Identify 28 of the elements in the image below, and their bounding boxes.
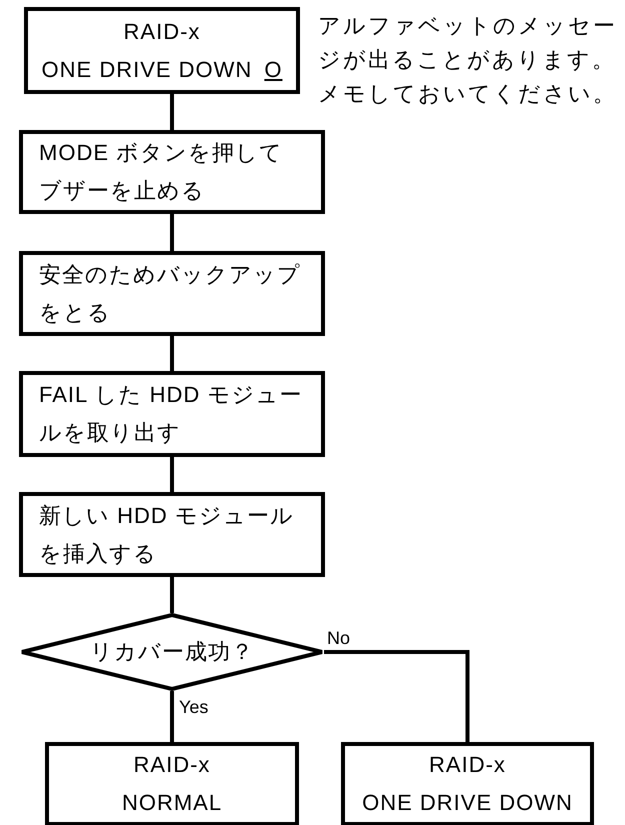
status-mark: O [264, 56, 282, 84]
box-text: 新しい HDD モジュールを挿入する [39, 502, 295, 568]
box-text: ONE DRIVE DOWN [362, 789, 573, 817]
box-text: NORMAL [122, 789, 222, 817]
connector-line [170, 691, 174, 742]
connector-line [170, 457, 174, 492]
connector-line [170, 577, 174, 613]
connector-line [170, 214, 174, 251]
box-text: RAID-x [429, 751, 506, 779]
connector-line [170, 94, 174, 130]
connector-line [324, 650, 470, 742]
process-box [19, 371, 325, 457]
process-box [45, 742, 299, 825]
box-text: RAID-x [134, 751, 210, 779]
box-text: ONE DRIVE DOWN [42, 56, 252, 84]
box-text: MODE ボタンを押してブザーを止める [39, 139, 284, 205]
decision-text: リカバー成功？ [90, 638, 254, 666]
process-box [19, 251, 325, 336]
process-box [19, 130, 325, 214]
process-box [341, 742, 594, 825]
process-box [24, 7, 300, 94]
decision-diamond [20, 613, 324, 691]
box-text: 安全のためバックアップをとる [39, 260, 302, 326]
connector-line [170, 336, 174, 371]
note-text: アルファベットのメッセージが出ることがあります。メモしておいてください。 [318, 12, 617, 108]
process-box [19, 492, 325, 577]
box-text: RAID-x [124, 18, 200, 46]
box-text: FAIL した HDD モジュールを取り出す [39, 381, 304, 447]
